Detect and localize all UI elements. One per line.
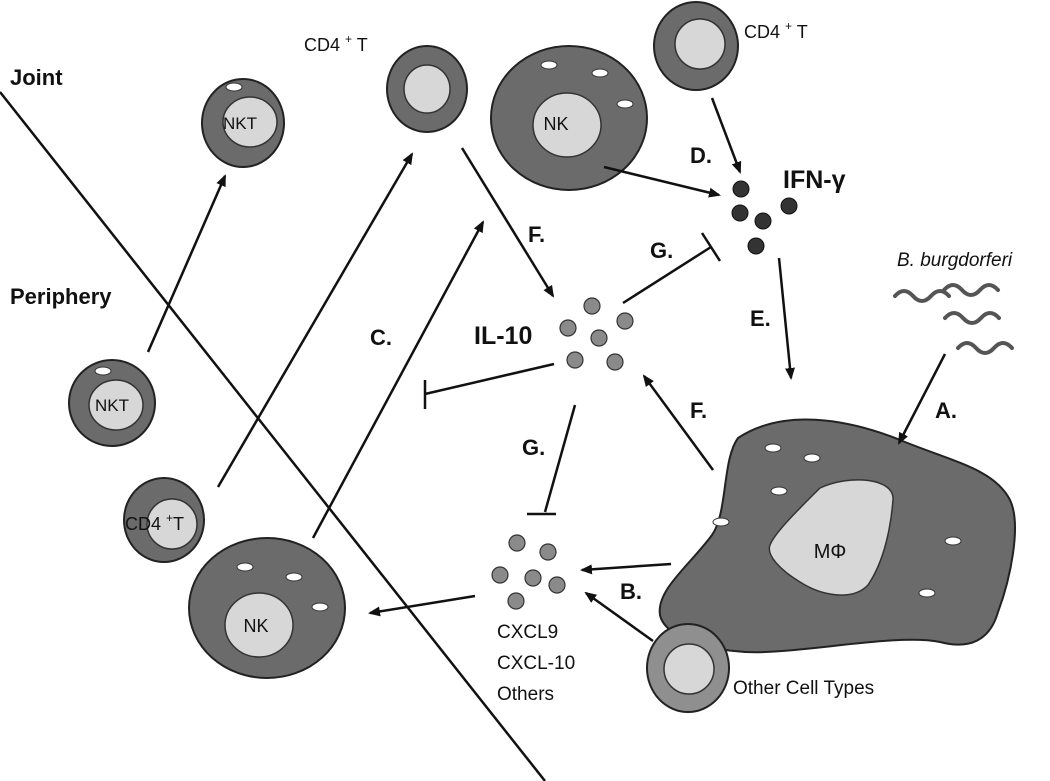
nk-cell-periphery: NK [188,537,346,679]
nk-periphery-label: NK [243,616,268,636]
periphery-label: Periphery [10,284,112,309]
arrow-nk-to-ifn [603,165,721,198]
nkt-cell-joint: NKT [201,78,285,168]
arrow-other-to-chemokines [584,591,654,643]
step-label-c: C. [370,325,392,350]
arrow-pathogen-to-macrophage [897,353,947,445]
chemokine-label-cxcl10: CXCL-10 [497,653,575,674]
nkt-cell-periphery: NKT [68,359,156,447]
step-label-e: E. [750,306,771,331]
step-label-b: B. [620,579,642,604]
step-label-a: A. [935,398,957,423]
nkt-periphery-label: NKT [95,396,129,415]
nk-cell-joint: NK [490,45,648,191]
pathogen-label: B. burgdorferi [897,250,1013,271]
chemokine-label-cxcl9: CXCL9 [497,622,558,643]
ifn-gamma-cluster [731,180,798,255]
other-cell-types: Other Cell Types [646,623,874,713]
cd4-t-cell-top-right: CD4 + T [653,1,808,91]
inhibit-il10-to-migration [423,362,555,409]
nk-joint-label: NK [543,114,568,134]
nkt-joint-label: NKT [223,114,257,133]
arrow-macrophage-to-il10 [642,374,715,471]
cd4-top-right-label: CD4 + T [744,19,808,42]
il10-cluster [559,297,634,371]
arrow-nk-to-joint [311,220,485,539]
arrow-macrophage-to-chemokines [580,562,672,575]
arrow-cd4-to-ifn [710,97,742,174]
arrow-cd4-to-il10 [460,147,555,298]
arrow-cd4-to-joint [216,152,414,488]
ifn-gamma-label: IFN-γ [783,166,846,194]
step-label-g-bottom: G. [522,435,545,460]
inhibit-il10-to-chemokines [527,404,577,516]
joint-periphery-boundary [0,91,546,781]
step-label-f-top: F. [528,222,545,247]
macrophage-cell: MΦ [658,418,1016,654]
macrophage-label: MΦ [814,541,847,563]
arrow-chemokines-to-nk [368,594,476,617]
arrow-nkt-to-joint [146,174,227,353]
cd4-t-cell-periphery: CD4 +T [123,477,205,563]
step-label-g-top: G. [650,238,673,263]
cd4-periphery-label: CD4 +T [125,511,184,534]
inhibit-il10-to-ifn [622,232,722,305]
chemokine-label-others: Others [497,684,554,705]
chemokine-cluster [491,534,566,610]
spirochete-icon [893,283,1014,355]
il10-label: IL-10 [474,322,532,350]
arrow-ifn-to-macrophage [777,257,795,380]
cd4-t-cell-joint: CD4 + T [304,32,468,133]
joint-label: Joint [10,65,63,90]
step-label-f-bottom: F. [690,398,707,423]
other-cell-types-label: Other Cell Types [733,678,874,699]
cd4-joint-label: CD4 + T [304,32,368,55]
step-label-d: D. [690,143,712,168]
